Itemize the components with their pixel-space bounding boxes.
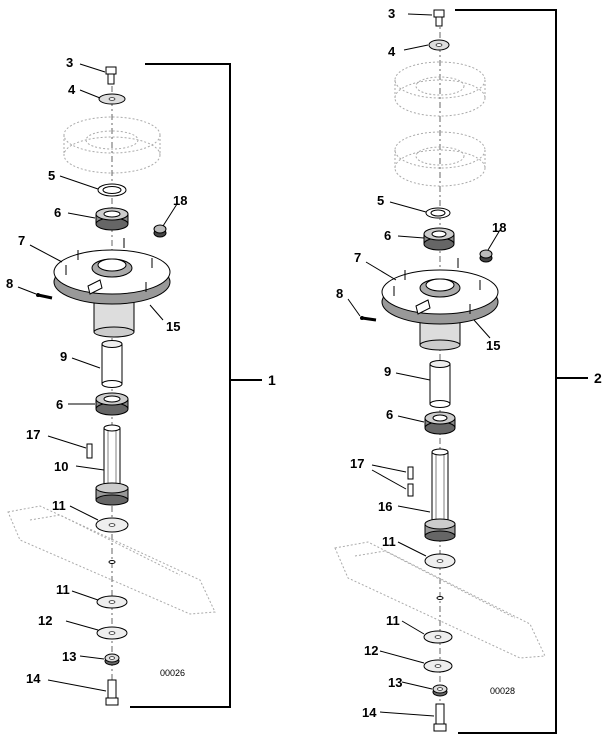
assembly-1-bracket (130, 63, 262, 708)
blade-ghost (7, 505, 216, 615)
bearing-6-lower (95, 392, 129, 416)
assembly-1-leaders (17, 63, 178, 692)
callout-4: 4 (68, 82, 76, 97)
assembly-1-callouts: 3 4 5 6 18 7 8 15 9 6 17 10 11 11 12 13 … (6, 55, 187, 686)
callout-14: 14 (26, 671, 41, 686)
bolt-3 (433, 9, 445, 27)
assembly-1-label: 1 (268, 372, 276, 388)
spindle-shaft-16 (424, 448, 456, 542)
bearing-6-lower (424, 411, 456, 435)
callout-15: 15 (166, 319, 180, 334)
callout-12: 12 (364, 643, 378, 658)
callout-13: 13 (388, 675, 402, 690)
callout-17: 17 (26, 427, 40, 442)
callout-6: 6 (384, 228, 391, 243)
nut-18 (479, 249, 493, 263)
callout-10: 10 (54, 459, 68, 474)
spindle-housing-7 (53, 238, 171, 338)
callout-18: 18 (173, 193, 187, 208)
bolt-14 (105, 679, 119, 706)
bolt-14 (433, 703, 447, 732)
callout-4: 4 (388, 44, 396, 59)
callout-13: 13 (62, 649, 76, 664)
assembly-2: 2 00028 (334, 6, 602, 734)
callout-9: 9 (384, 364, 391, 379)
spindle-shaft-10 (95, 424, 129, 506)
callout-8: 8 (336, 286, 343, 301)
callout-17: 17 (350, 456, 364, 471)
pulley-ghost-upper (394, 61, 486, 117)
key-17 (86, 443, 93, 459)
assembly-2-bracket (455, 9, 588, 734)
spacer-tube-9 (429, 360, 451, 408)
assembly-2-leaders (347, 13, 501, 717)
blade-ghost (334, 541, 546, 659)
assembly-1: 1 00026 (6, 55, 276, 708)
callout-11: 11 (382, 534, 396, 549)
callout-11: 11 (52, 498, 66, 513)
nut-13 (432, 684, 448, 697)
callout-18: 18 (492, 220, 506, 235)
callout-3: 3 (388, 6, 395, 21)
key-17-lower (407, 483, 414, 497)
assembly-2-label: 2 (594, 370, 602, 386)
assembly-1-figure-code: 00026 (160, 668, 185, 678)
callout-14: 14 (362, 705, 377, 720)
assembly-2-figure-code: 00028 (490, 686, 515, 696)
callout-9: 9 (60, 349, 67, 364)
key-17-upper (407, 466, 414, 480)
pulley-ghost-lower (394, 131, 486, 187)
callout-6: 6 (54, 205, 61, 220)
assembly-2-callouts: 3 4 5 6 18 7 8 15 9 6 17 16 11 11 12 13 … (336, 6, 506, 720)
callout-6-lower: 6 (56, 397, 63, 412)
callout-15: 15 (486, 338, 500, 353)
callout-3: 3 (66, 55, 73, 70)
callout-8: 8 (6, 276, 13, 291)
callout-12: 12 (38, 613, 52, 628)
callout-5: 5 (48, 168, 55, 183)
bolt-3 (105, 66, 117, 85)
callout-11-lower: 11 (386, 613, 400, 628)
callout-7: 7 (18, 233, 25, 248)
nut-13 (104, 653, 120, 666)
pulley-ghost (63, 116, 161, 174)
callout-16: 16 (378, 499, 392, 514)
bearing-6-upper (95, 207, 129, 231)
spindle-housing-7 (381, 258, 499, 351)
callout-6-lower: 6 (386, 407, 393, 422)
bearing-6-upper (423, 227, 455, 251)
callout-11-lower: 11 (56, 582, 70, 597)
spacer-tube-9 (101, 340, 123, 388)
nut-18 (153, 224, 167, 238)
grease-fitting-8 (36, 293, 53, 300)
grease-fitting-8 (360, 316, 377, 322)
callout-7: 7 (354, 250, 361, 265)
callout-5: 5 (377, 193, 384, 208)
